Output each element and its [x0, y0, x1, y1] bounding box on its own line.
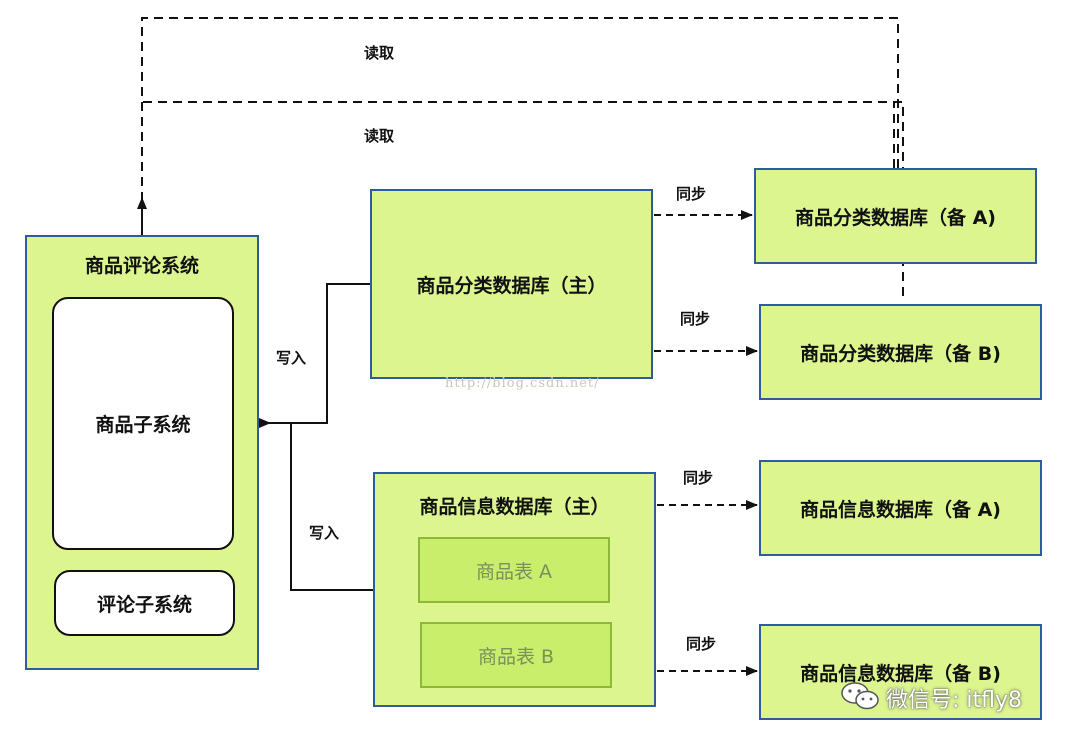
review-system-title: 商品评论系统 [84, 255, 199, 277]
write-label-1: 写入 [276, 349, 307, 367]
wechat-icon [841, 682, 879, 710]
write-label-2: 写入 [309, 524, 340, 542]
sync-label-4: 同步 [686, 635, 717, 653]
read-label-2: 读取 [364, 127, 395, 145]
info-db-backup-a-label: 商品信息数据库（备 A) [799, 498, 1001, 521]
category-db-backup-b-label: 商品分类数据库（备 B) [800, 342, 1001, 365]
read-label-1: 读取 [364, 44, 395, 62]
write-edge-category [268, 283, 371, 424]
product-table-b: 商品表 B [420, 622, 612, 688]
product-table-b-label: 商品表 B [477, 645, 555, 668]
product-subsystem-label: 商品子系统 [95, 414, 191, 436]
sync-label-1: 同步 [676, 185, 707, 203]
category-db-primary-label: 商品分类数据库（主） [416, 274, 607, 297]
category-db-backup-a: 商品分类数据库（备 A) [754, 168, 1037, 264]
info-db-backup-b-label: 商品信息数据库（备 B) [800, 662, 1001, 685]
product-subsystem-box: 商品子系统 [52, 297, 234, 550]
read-edge-outer [141, 17, 899, 235]
sync-label-3: 同步 [683, 469, 714, 487]
category-db-primary: 商品分类数据库（主） [370, 189, 653, 379]
info-db-backup-b: 商品信息数据库（备 B) [759, 624, 1042, 720]
category-db-backup-a-label: 商品分类数据库（备 A) [794, 206, 996, 229]
wechat-id-text: 微信号: itfly8 [886, 688, 1023, 713]
info-db-primary-label: 商品信息数据库（主） [419, 496, 610, 518]
comment-subsystem-box: 评论子系统 [54, 570, 235, 636]
sync-label-2: 同步 [680, 310, 711, 328]
product-table-a-label: 商品表 A [475, 560, 553, 583]
comment-subsystem-label: 评论子系统 [96, 593, 192, 616]
write-edge-info [290, 423, 374, 591]
product-table-a: 商品表 A [418, 537, 610, 603]
info-db-backup-a: 商品信息数据库（备 A) [759, 460, 1042, 556]
blog-url-watermark: http://blog.csdn.net/ [445, 376, 600, 391]
category-db-backup-b: 商品分类数据库（备 B) [759, 304, 1042, 400]
